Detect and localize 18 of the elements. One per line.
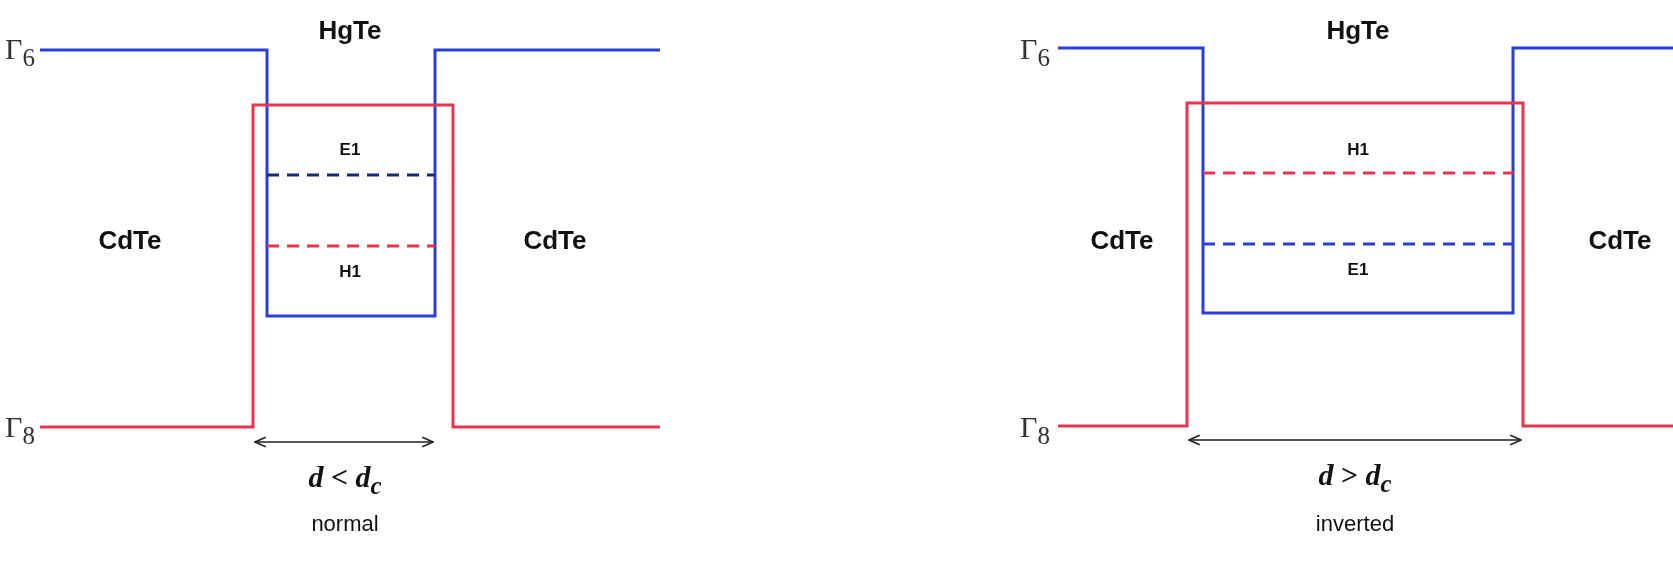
level-label: E1 <box>1347 260 1369 280</box>
width-condition: d > d$_{c}$ <box>1318 458 1392 498</box>
band-label: Γ$_{8}$ <box>5 410 35 450</box>
material-label: CdTe <box>1588 224 1652 256</box>
regime-label: inverted <box>1315 511 1395 537</box>
material-label: HgTe <box>1326 14 1390 46</box>
level-label: H1 <box>339 262 361 282</box>
regime-label: normal <box>311 511 379 537</box>
band-label: Γ$_{8}$ <box>1020 410 1050 450</box>
width-condition: d < d$_{c}$ <box>308 460 382 500</box>
material-label: HgTe <box>318 14 382 46</box>
band-label: Γ$_{6}$ <box>5 32 35 72</box>
band-label: Γ$_{6}$ <box>1020 32 1050 72</box>
material-label: CdTe <box>1090 224 1154 256</box>
level-label: E1 <box>339 140 361 160</box>
material-label: CdTe <box>523 224 587 256</box>
material-label: CdTe <box>98 224 162 256</box>
level-label: H1 <box>1347 140 1369 160</box>
